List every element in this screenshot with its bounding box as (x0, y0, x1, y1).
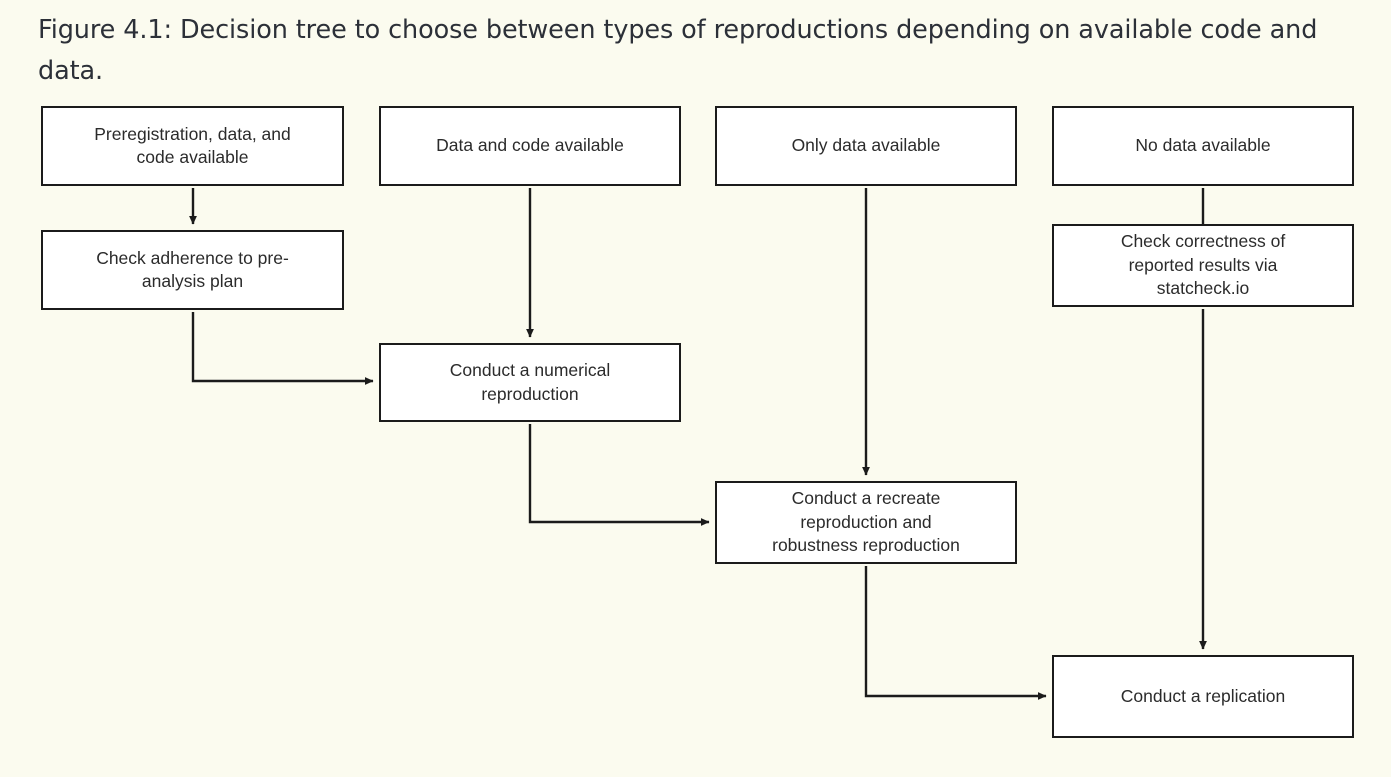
node-replication: Conduct a replication (1052, 655, 1354, 738)
node-numerical: Conduct a numerical reproduction (379, 343, 681, 422)
figure-caption: Figure 4.1: Decision tree to choose betw… (38, 15, 1326, 87)
node-recreate: Conduct a recreate reproduction and robu… (715, 481, 1017, 564)
node-preregistration: Preregistration, data, and code availabl… (41, 106, 344, 186)
node-data-and-code: Data and code available (379, 106, 681, 186)
connector-numerical-to-recreate (528, 424, 710, 526)
node-label-replication: Conduct a replication (1120, 685, 1286, 706)
node-label-preregistration: Preregistration, data, and code availabl… (94, 123, 291, 167)
node-label-numerical: Conduct a numerical reproduction (449, 360, 611, 404)
node-no-data: No data available (1052, 106, 1354, 186)
connector-check-adherence-to-numerical (191, 312, 374, 385)
node-label-recreate: Conduct a recreate reproduction and robu… (772, 488, 960, 556)
node-only-data: Only data available (715, 106, 1017, 186)
node-label-statcheck: Check correctness of reported results vi… (1120, 231, 1286, 299)
node-check-adherence: Check adherence to pre- analysis plan (41, 230, 344, 310)
node-label-only-data: Only data available (791, 135, 941, 156)
node-label-check-adherence: Check adherence to pre- analysis plan (96, 247, 289, 291)
node-label-no-data: No data available (1135, 135, 1271, 156)
connector-recreate-to-replication (864, 566, 1047, 700)
node-statcheck: Check correctness of reported results vi… (1052, 224, 1354, 307)
node-label-data-and-code: Data and code available (436, 135, 624, 156)
connector-layer (189, 188, 1207, 700)
